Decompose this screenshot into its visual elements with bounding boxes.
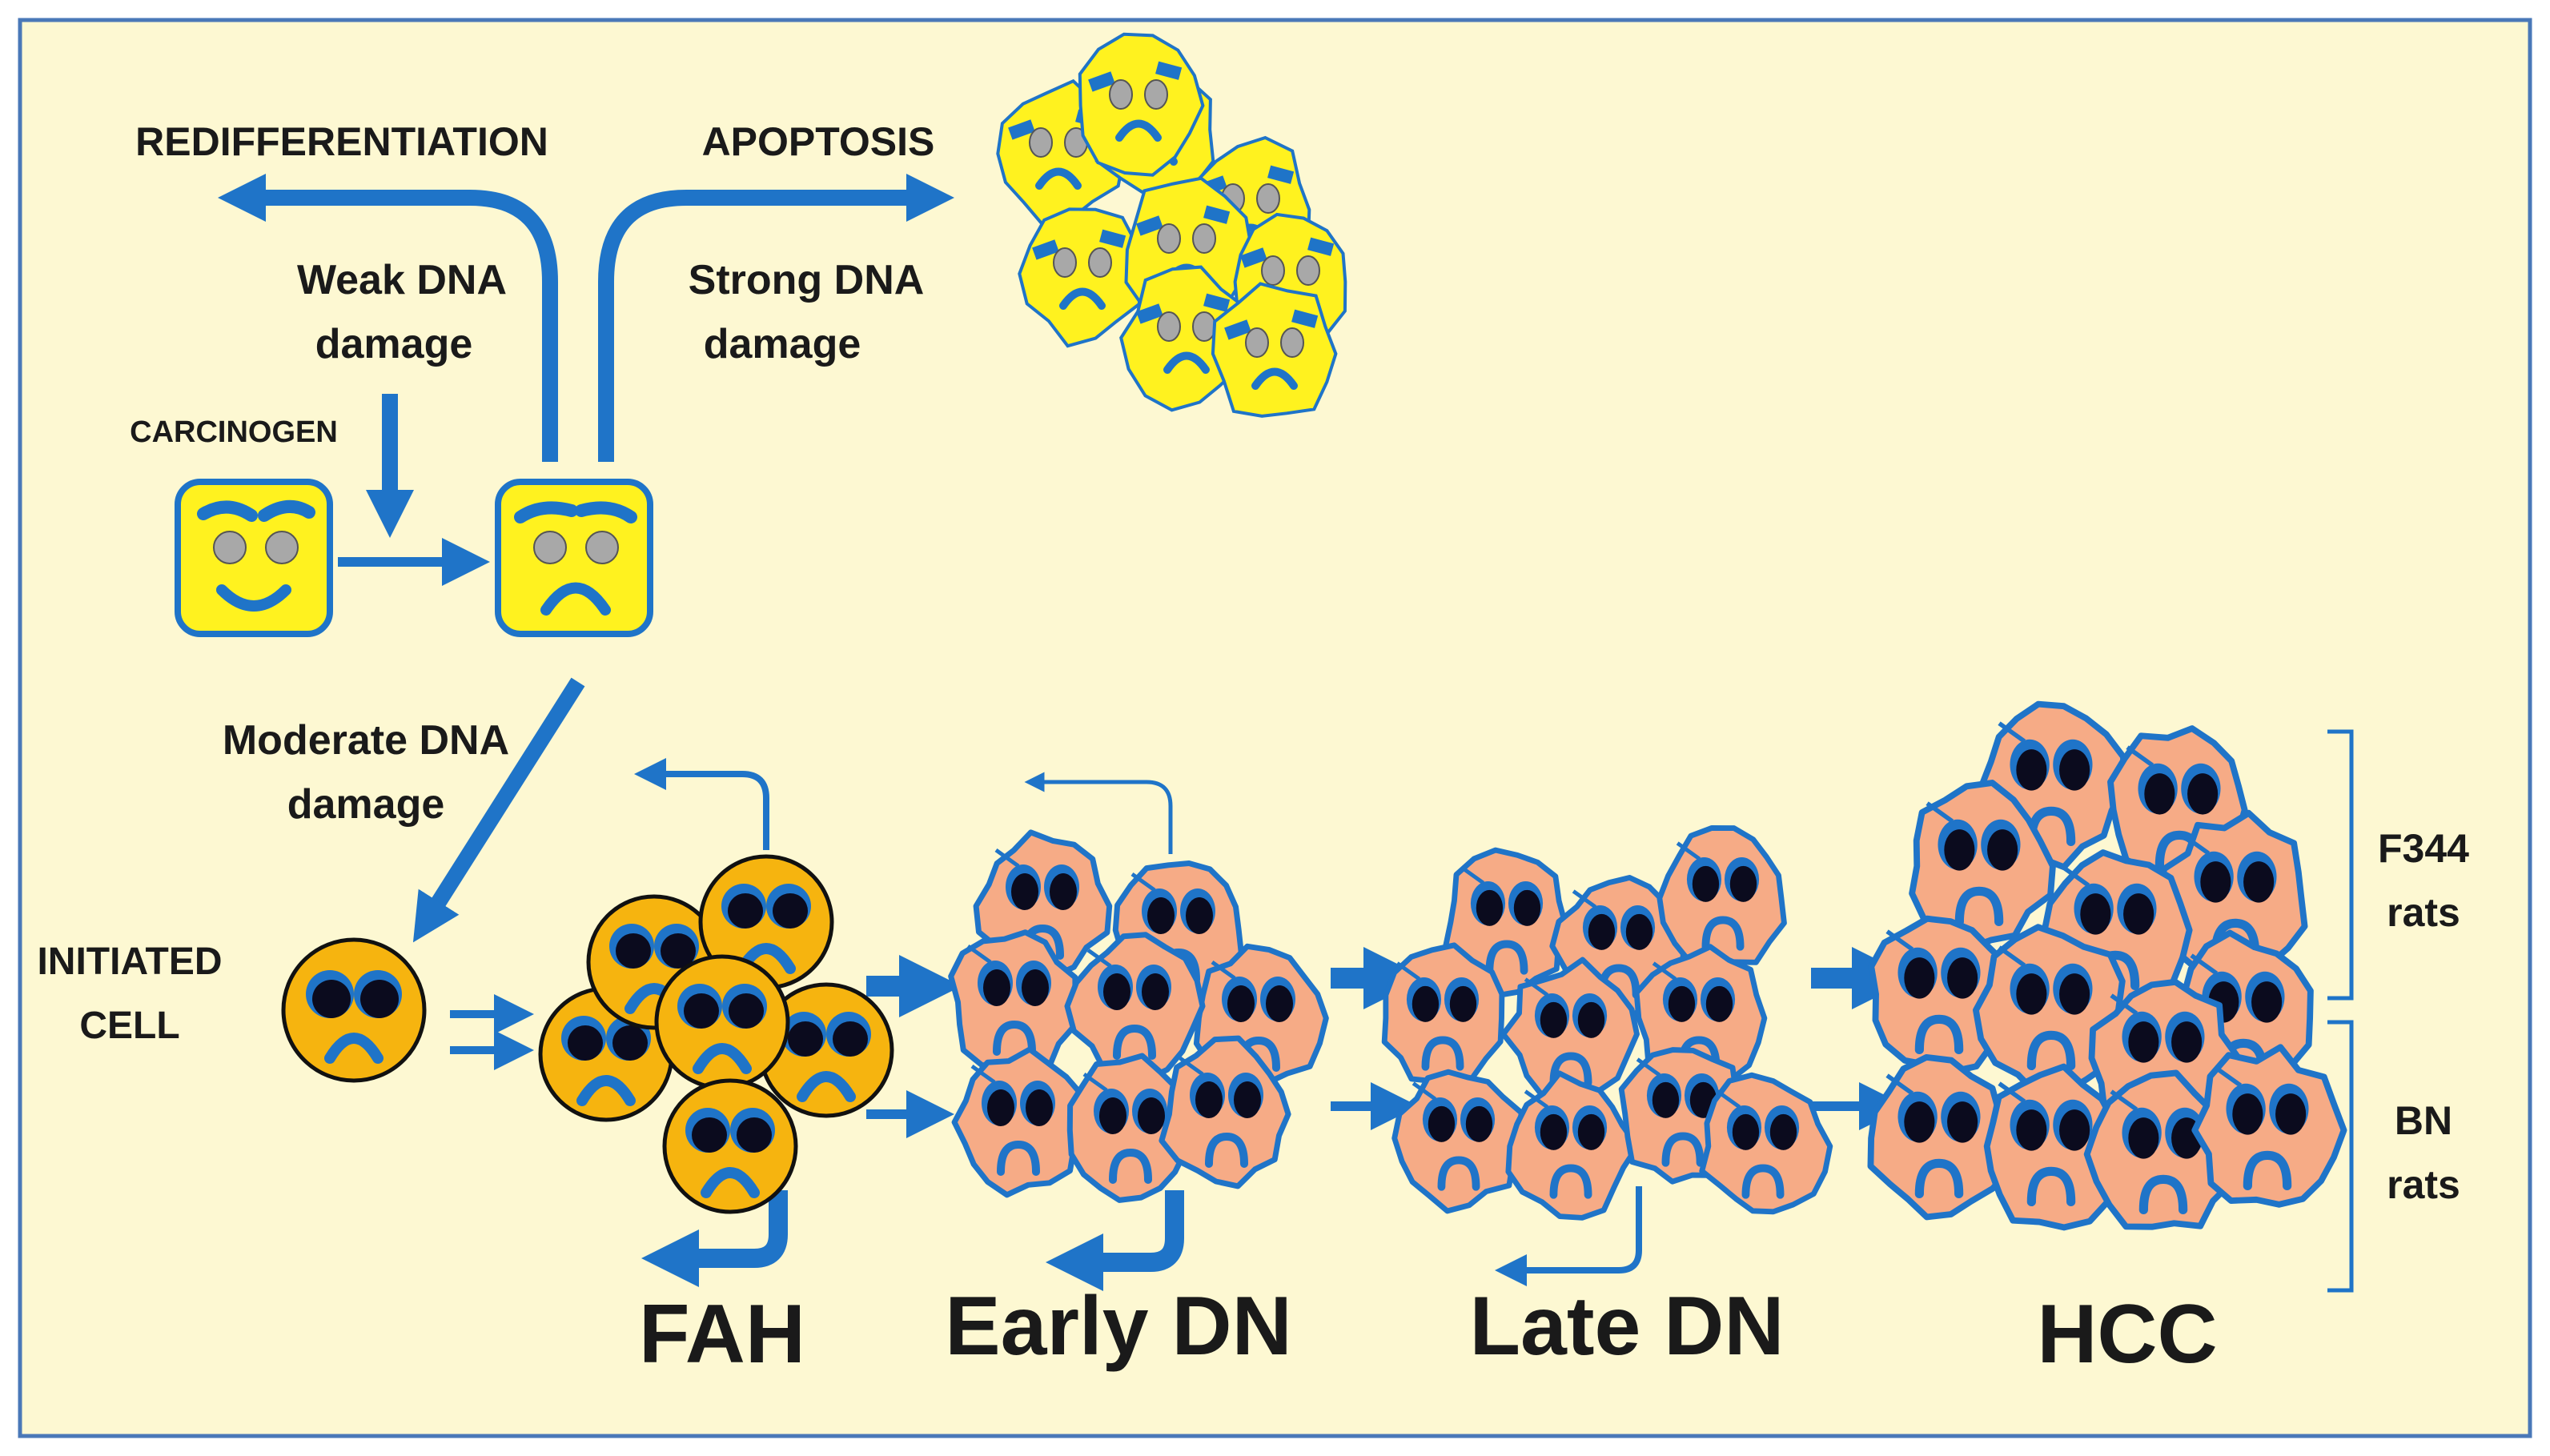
sad-tumor-face-icon (1868, 915, 2018, 1075)
sad-tumor-face-icon (1064, 932, 1206, 1085)
f344-bracket (2327, 729, 2354, 1001)
bn-bracket (2327, 1020, 2354, 1293)
early-dn-regression-arrow (1046, 1190, 1184, 1291)
sad-tumor-face-icon (951, 1046, 1086, 1198)
hcc-tumor (1867, 700, 2347, 1231)
early-dn-nodule (948, 829, 1329, 1203)
sad-blob-face-icon (1018, 207, 1146, 348)
sad-tumor-face-icon (1159, 1035, 1291, 1189)
rat-strain-brackets (2327, 729, 2354, 1293)
sad-round-face-icon (654, 954, 790, 1090)
sad-tumor-face-icon (948, 929, 1078, 1074)
sad-tumor-face-icon (1391, 1069, 1524, 1214)
apoptosis-label: APOPTOSIS (702, 119, 935, 164)
stage-label-hcc: HCC (2037, 1288, 2217, 1381)
strong-damage-label-line1: Strong DNA (689, 257, 925, 303)
stage-label-early-dn: Early DN (945, 1280, 1292, 1373)
sad-tumor-face-icon (1972, 924, 2126, 1098)
stage-label-fah: FAH (639, 1288, 805, 1381)
stage-label-late-dn: Late DN (1470, 1280, 1785, 1373)
damage-branch-arrows (218, 174, 954, 943)
sad-blob-face-icon (1119, 265, 1247, 412)
progression-arrows (450, 758, 1914, 1291)
sad-round-face-icon (281, 937, 427, 1083)
sad-blob-face-icon (1078, 32, 1205, 177)
carcinogen-label: CARCINOGEN (130, 415, 338, 449)
sad-tumor-face-icon (2158, 809, 2308, 981)
sad-tumor-face-icon (1909, 780, 2056, 953)
fah-remodeling-arrow (634, 758, 769, 850)
bn-label-line1: BN (2395, 1098, 2452, 1143)
sad-tumor-face-icon (1066, 1053, 1203, 1203)
weak-damage-label-line1: Weak DNA (297, 257, 507, 303)
sad-tumor-face-icon (2191, 1044, 2347, 1208)
early-dn-remodeling-arrow (1024, 772, 1173, 854)
sad-tumor-face-icon (1867, 1053, 2015, 1221)
redifferentiation-label: REDIFFERENTIATION (135, 119, 548, 164)
sad-round-face-icon (662, 1078, 798, 1214)
initiated-label-line2: CELL (79, 1005, 179, 1047)
sad-tumor-face-icon (1656, 824, 1787, 969)
bn-label-line2: rats (2387, 1162, 2460, 1207)
sad-blob-face-icon (1211, 282, 1338, 418)
weak-damage-label-line2: damage (315, 321, 473, 367)
late-dn-regression-arrow (1495, 1186, 1642, 1286)
redifferentiation-arrow (218, 174, 558, 462)
late-dn-nodule (1381, 824, 1833, 1221)
fah-nodule (538, 854, 894, 1214)
strong-damage-label-line2: damage (704, 321, 861, 367)
sad-tumor-face-icon (2083, 1069, 2235, 1230)
hepatocarcinogenesis-diagram: REDIFFERENTIATION APOPTOSIS Weak DNA dam… (18, 18, 2532, 1438)
sad-tumor-face-icon (1381, 942, 1505, 1094)
sad-tumor-face-icon (1983, 1063, 2130, 1231)
sad-round-face-icon (758, 982, 894, 1118)
moderate-damage-arrow (412, 677, 585, 943)
f344-label-line2: rats (2387, 890, 2460, 935)
sad-tumor-face-icon (1505, 1070, 1640, 1221)
moderate-damage-label-line1: Moderate DNA (223, 717, 509, 764)
apoptotic-cells-cluster (996, 32, 1347, 418)
sad-square-face-icon (495, 479, 653, 637)
f344-label-line1: F344 (2378, 826, 2469, 871)
apoptosis-arrow (598, 174, 954, 462)
sad-tumor-face-icon (1699, 1072, 1833, 1215)
moderate-damage-label-line2: damage (287, 781, 445, 828)
happy-square-face-icon (175, 479, 333, 637)
fah-regression-arrow (641, 1190, 788, 1287)
initiated-label-line1: INITIATED (37, 941, 222, 983)
diagram-frame: REDIFFERENTIATION APOPTOSIS Weak DNA dam… (18, 18, 2532, 1438)
